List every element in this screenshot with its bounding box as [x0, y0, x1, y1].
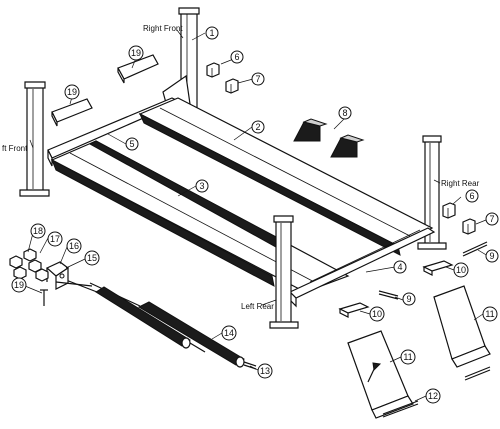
svg-text:6: 6	[234, 52, 239, 62]
svg-text:1: 1	[209, 28, 214, 38]
svg-text:19: 19	[14, 280, 24, 290]
callout-16: 16	[66, 238, 82, 254]
pin-9a	[462, 241, 488, 257]
right-rear-post	[417, 135, 447, 250]
svg-text:19: 19	[131, 48, 141, 58]
svg-text:2: 2	[255, 122, 260, 132]
ramp-axle	[382, 400, 419, 418]
svg-text:4: 4	[397, 262, 402, 272]
svg-text:11: 11	[485, 309, 494, 319]
svg-text:14: 14	[224, 328, 234, 338]
svg-text:7: 7	[255, 74, 260, 84]
slide-block-6b	[442, 202, 456, 219]
callout-6b: 6	[465, 189, 479, 203]
svg-text:12: 12	[428, 391, 438, 401]
svg-text:6: 6	[469, 191, 474, 201]
roller-lower	[65, 279, 206, 353]
svg-text:3: 3	[199, 181, 204, 191]
svg-text:18: 18	[33, 226, 43, 236]
callout-5: 5	[125, 137, 139, 151]
post-top-cap-right	[117, 54, 159, 84]
callout-19b: 19	[128, 45, 144, 61]
callout-1: 1	[205, 26, 219, 40]
callout-9a: 9	[485, 249, 499, 263]
svg-text:10: 10	[372, 309, 382, 319]
bracket-10b	[338, 302, 370, 318]
svg-text:11: 11	[403, 352, 412, 362]
callout-15: 15	[84, 250, 100, 266]
callout-3: 3	[195, 179, 209, 193]
svg-text:8: 8	[342, 108, 347, 118]
ramp-11a	[433, 285, 491, 368]
svg-text:5: 5	[129, 139, 134, 149]
callout-11a: 11	[482, 306, 498, 322]
left-front-post	[19, 81, 50, 197]
callout-2: 2	[251, 120, 265, 134]
svg-text:16: 16	[69, 241, 79, 251]
callout-10b: 10	[369, 306, 385, 322]
callout-4: 4	[393, 260, 407, 274]
callout-18: 18	[30, 223, 46, 239]
svg-text:9: 9	[406, 294, 411, 304]
svg-text:19: 19	[67, 87, 77, 97]
callout-9b: 9	[402, 292, 416, 306]
bracket-10a	[422, 260, 454, 276]
callout-17: 17	[47, 231, 63, 247]
slide-block-6a	[206, 62, 220, 78]
leader-lines	[24, 29, 489, 402]
svg-text:15: 15	[87, 253, 97, 263]
left-rear-post	[269, 215, 299, 329]
svg-text:7: 7	[489, 214, 494, 224]
label-left-front: ft Front	[2, 144, 28, 153]
callout-6a: 6	[230, 50, 244, 64]
label-left-rear: Left Rear	[241, 302, 274, 311]
roller-upper	[89, 282, 245, 368]
nut-set	[9, 248, 49, 282]
callout-11b: 11	[400, 349, 416, 365]
ramp-axle-b	[464, 366, 491, 381]
slide-block-7a	[225, 78, 239, 94]
svg-text:9: 9	[489, 251, 494, 261]
callout-13: 13	[257, 363, 273, 379]
label-right-front: Right Front	[143, 24, 183, 33]
callout-7a: 7	[251, 72, 265, 86]
post-top-cap-left	[51, 98, 93, 127]
callout-14: 14	[221, 325, 237, 341]
ramp-11b	[347, 330, 414, 419]
runway-left	[50, 140, 350, 293]
shaft-bracket	[45, 261, 93, 290]
bolt-19	[40, 289, 48, 306]
callout-19c: 19	[64, 84, 80, 100]
svg-text:17: 17	[50, 234, 60, 244]
svg-text:10: 10	[456, 265, 466, 275]
callout-12: 12	[425, 388, 441, 404]
callout-8: 8	[338, 106, 352, 120]
label-right-rear: Right Rear	[441, 179, 480, 188]
callout-19a: 19	[11, 277, 27, 293]
wheel-chocks	[293, 118, 365, 158]
slide-block-7b	[462, 218, 476, 235]
svg-text:13: 13	[260, 366, 270, 376]
callout-10a: 10	[453, 262, 469, 278]
pin-9b	[378, 290, 399, 300]
runway-right	[138, 97, 434, 256]
callout-7b: 7	[485, 212, 499, 226]
